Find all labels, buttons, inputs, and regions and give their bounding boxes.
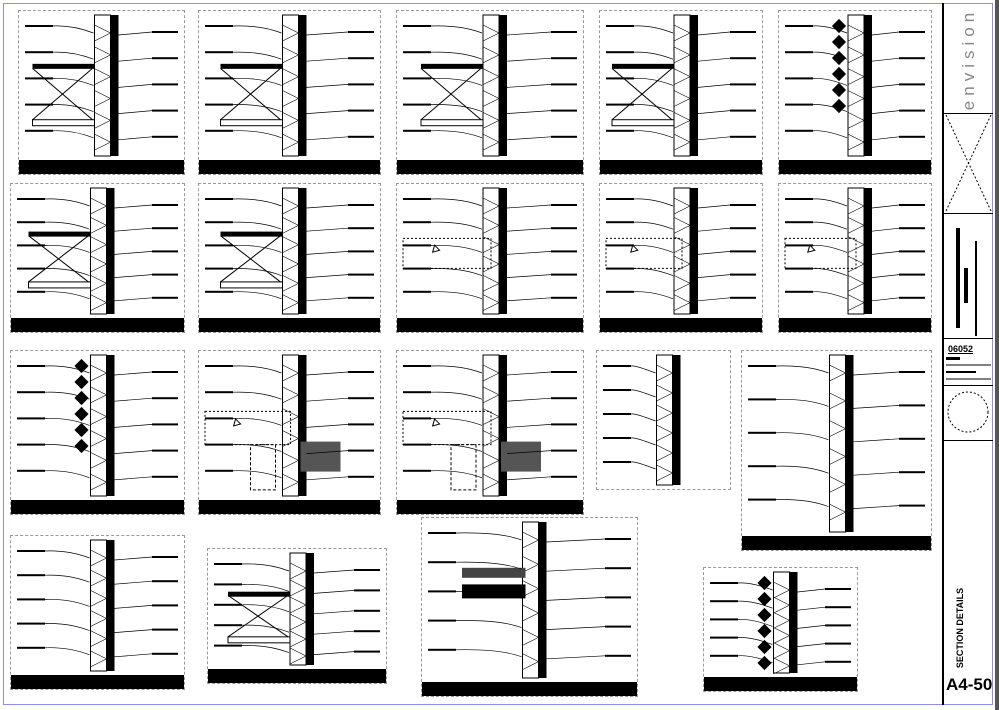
detail-drawing (603, 354, 681, 486)
detail-small (10, 535, 185, 690)
detail-title-bar (208, 669, 386, 683)
detail-small (596, 350, 731, 490)
detail-ceiling (599, 10, 763, 175)
detail-title-bar (779, 318, 931, 332)
detail-drawing (205, 14, 374, 157)
detail-drawing (402, 354, 577, 497)
detail-drawing (784, 187, 925, 315)
detail-slab (396, 183, 584, 333)
detail-wall-corner (207, 548, 387, 684)
detail-wall-floor (18, 10, 185, 175)
detail-title-bar (397, 500, 583, 514)
detail-title-bar (11, 500, 184, 514)
project-info-lines (944, 355, 993, 386)
detail-title-bar (11, 318, 184, 332)
title-block: envision 06052 SECTION DETAILS A4-50 (942, 3, 993, 705)
detail-drawing (17, 539, 178, 672)
detail-title-bar (397, 160, 583, 174)
detail-title-bar (422, 682, 637, 696)
sheet-number: A4-50 (946, 675, 993, 694)
detail-wall-corner (198, 183, 381, 333)
sheet-title: SECTION DETAILS (955, 587, 965, 669)
detail-truss (10, 183, 185, 333)
detail-title-bar (199, 318, 380, 332)
detail-drawing (204, 354, 374, 497)
stamp-section (944, 113, 993, 214)
detail-slab (599, 183, 763, 333)
detail-wall-hatch (703, 567, 858, 692)
detail-title-bar (397, 318, 583, 332)
detail-drawing (605, 187, 756, 315)
sheet-border (3, 3, 993, 705)
consultant-section (944, 213, 993, 339)
detail-drawing (214, 552, 380, 666)
consultant-logo-icon (956, 228, 977, 336)
detail-drawing (785, 14, 925, 157)
detail-title-bar (19, 160, 184, 174)
stamp-placeholder-icon (945, 114, 992, 212)
detail-title-bar (704, 677, 857, 691)
detail-drawing (17, 187, 178, 315)
detail-title-bar (199, 500, 380, 514)
detail-title-bar (11, 675, 184, 689)
detail-drawing (606, 14, 756, 157)
north-arrow-icon (947, 391, 989, 433)
detail-title-bar (779, 160, 931, 174)
logo-section: envision (944, 3, 993, 114)
detail-drawing (402, 187, 577, 315)
detail-footing (198, 350, 381, 515)
detail-title-bar (742, 536, 931, 550)
detail-drawing (17, 354, 178, 497)
detail-drawing (205, 187, 374, 315)
detail-drawing (403, 14, 577, 157)
firm-logo: envision (948, 5, 990, 113)
detail-footing (396, 350, 584, 515)
detail-title-bar (600, 160, 762, 174)
detail-wall-hatch (778, 10, 932, 175)
detail-truss (396, 10, 584, 175)
detail-wall-hatch (10, 350, 185, 515)
project-number: 06052 (948, 344, 974, 354)
detail-drawing (428, 521, 631, 679)
window-shadow (995, 0, 999, 710)
detail-title-bar (199, 160, 380, 174)
detail-drawing (748, 354, 925, 533)
detail-roof (421, 517, 638, 697)
detail-drawing (710, 571, 851, 675)
detail-wall-corner (198, 10, 381, 175)
detail-drawing (25, 14, 178, 157)
north-arrow-section (944, 385, 993, 441)
detail-title-bar (600, 318, 762, 332)
detail-slab-top (778, 183, 932, 333)
firm-name: envision (959, 7, 978, 111)
detail-tall (741, 350, 932, 551)
